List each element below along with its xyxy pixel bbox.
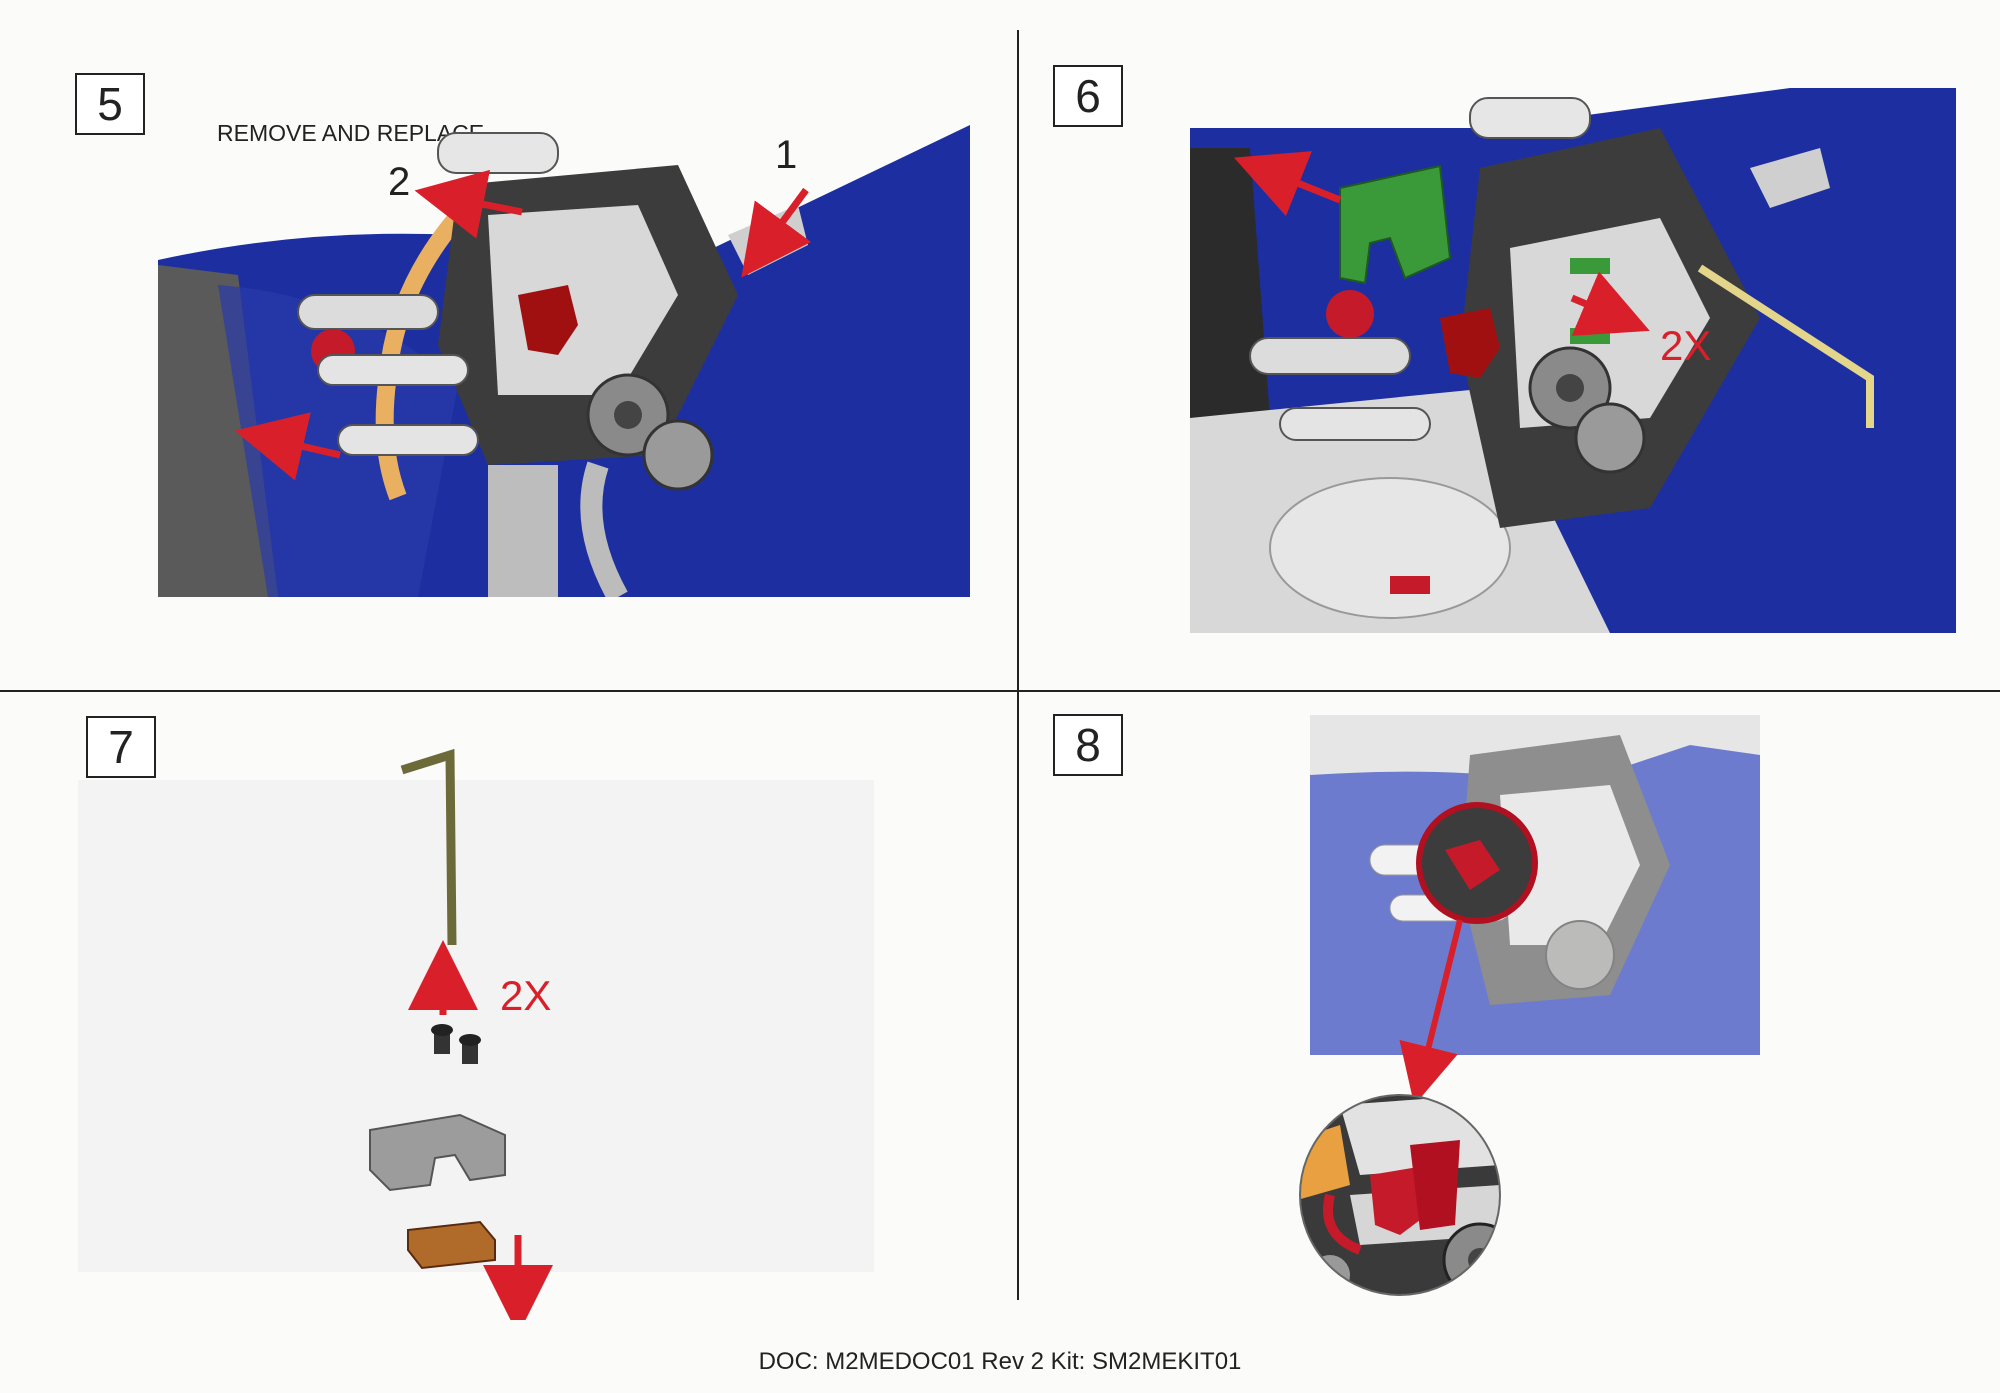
arrow-remove-2 (414, 169, 523, 239)
arrow-remove-green-block (1234, 151, 1342, 217)
vertical-divider (1017, 30, 1019, 1300)
screws (431, 1024, 481, 1064)
step-6-multiplier: 2X (1660, 322, 1712, 369)
allen-key (400, 748, 457, 946)
step-7-background (78, 780, 874, 1272)
gray-bracket (369, 1113, 506, 1192)
arrow-loosen-screws (1570, 271, 1650, 336)
arrow-remove-1 (741, 187, 812, 278)
step-7-parts (369, 748, 553, 1320)
step-8-overview (1310, 715, 1760, 1055)
step-5-illustration (158, 125, 970, 597)
zoom-arrow (1399, 919, 1463, 1106)
step-7-multiplier: 2X (500, 972, 552, 1019)
step-5-number: 5 (75, 73, 145, 135)
step-7-number: 7 (86, 716, 156, 778)
arrow-slide-out (234, 412, 341, 481)
step-8-number: 8 (1053, 714, 1123, 776)
step-8-zoom-callout (1399, 802, 1538, 1106)
step-6-number: 6 (1053, 65, 1123, 127)
step-5-callout-2: 2 (388, 160, 411, 204)
step-5-arrows (234, 169, 812, 481)
horizontal-divider (0, 690, 2000, 692)
step-8-detail-circle (1299, 1094, 1501, 1296)
step-6-arrows (1234, 151, 1650, 336)
copper-block (407, 1220, 496, 1270)
step-5-callout-1: 1 (775, 133, 798, 177)
document-footer: DOC: M2MEDOC01 Rev 2 Kit: SM2MEKIT01 (758, 1348, 1242, 1375)
